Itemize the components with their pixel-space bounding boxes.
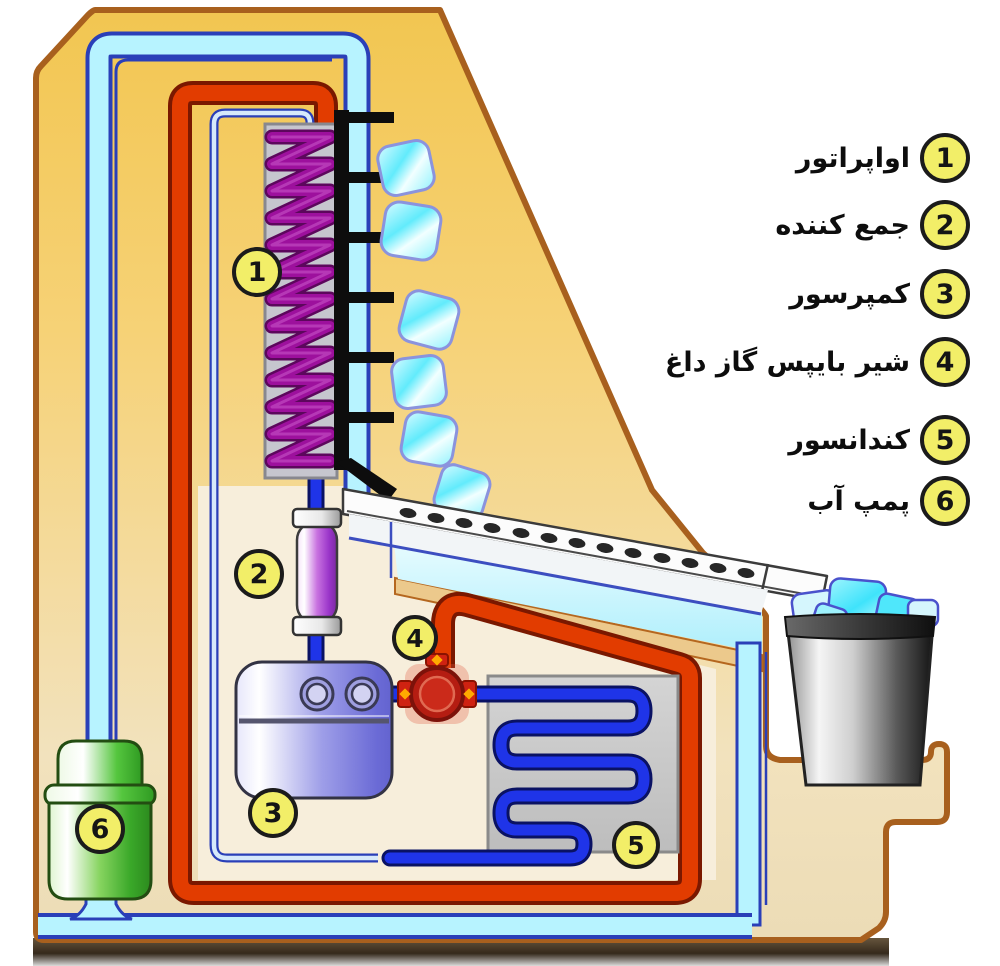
legend-badge: 6 <box>920 476 970 526</box>
legend-item-compressor: کمپرسور 3 <box>789 269 970 319</box>
tray-holes <box>399 508 755 578</box>
falling-ice-cubes <box>376 139 492 521</box>
diagram-badge-compressor: 3 <box>248 788 298 838</box>
legend-item-condenser: کندانسور 5 <box>788 415 970 465</box>
compressor <box>234 660 394 800</box>
hot-gas-pipe <box>168 81 702 905</box>
capillary-tube <box>209 108 378 863</box>
water-pipe <box>85 31 371 747</box>
diagram-badge-water-pump: 6 <box>75 804 125 854</box>
compressor-port-right <box>344 676 380 712</box>
legend-label: کندانسور <box>788 424 910 456</box>
legend-item-bypass-valve: شیر بایپس گاز داغ 4 <box>665 337 970 387</box>
compressor-port-left <box>299 676 335 712</box>
ice-cube <box>376 139 436 197</box>
ice-bucket <box>783 613 937 787</box>
ice-cube <box>379 200 443 262</box>
hot-gas-bypass-valve <box>397 653 477 724</box>
legend-label: جمع کننده <box>775 209 910 241</box>
legend-label: کمپرسور <box>789 278 910 310</box>
legend-label: پمپ آب <box>807 485 910 517</box>
legend-badge: 4 <box>920 337 970 387</box>
ice-cube <box>390 354 448 410</box>
evaporator-coil <box>264 129 338 469</box>
perforated-tray <box>341 487 829 616</box>
legend-item-evaporator: اواپراتور 1 <box>796 133 970 183</box>
condenser-coil <box>359 685 653 867</box>
legend-item-water-pump: پمپ آب 6 <box>807 476 970 526</box>
legend-badge: 1 <box>920 133 970 183</box>
diagram-badge-condenser: 5 <box>612 821 660 869</box>
legend-badge: 5 <box>920 415 970 465</box>
diagram-badge-evaporator: 1 <box>232 247 282 297</box>
legend-badge: 2 <box>920 200 970 250</box>
diagram-badge-bypass-valve: 4 <box>392 615 438 661</box>
legend-label: اواپراتور <box>795 142 910 174</box>
ice-cube <box>399 410 459 468</box>
diagram-badge-accumulator: 2 <box>234 549 284 599</box>
ice-mold-fingers <box>334 110 397 501</box>
accumulator <box>291 507 343 637</box>
legend-label: شیر بایپس گاز داغ <box>664 346 910 378</box>
ice-cube <box>397 289 461 351</box>
legend-badge: 3 <box>920 269 970 319</box>
legend-item-accumulator: جمع کننده 2 <box>775 200 970 250</box>
